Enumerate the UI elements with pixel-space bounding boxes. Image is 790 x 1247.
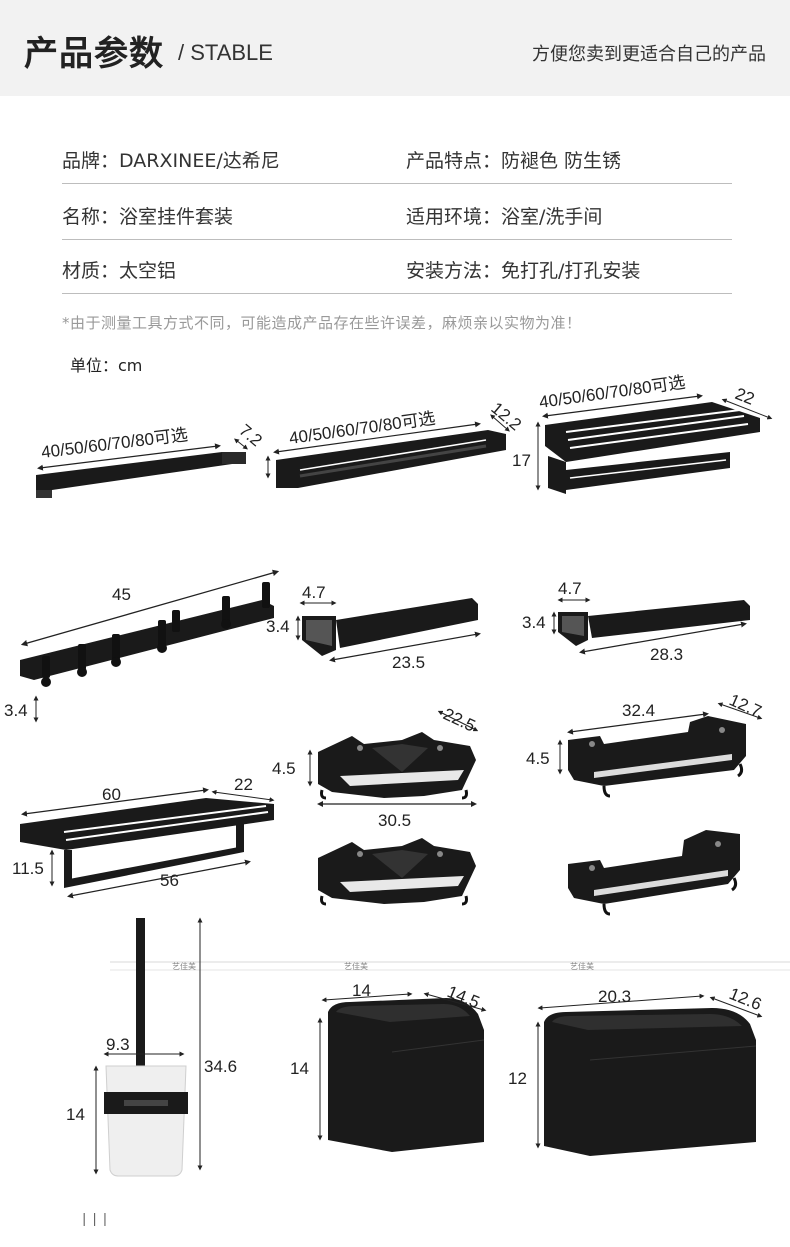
dim-label: 4.5 bbox=[272, 759, 296, 778]
corner-shelf bbox=[307, 710, 479, 807]
dim-label: 34.6 bbox=[204, 1057, 237, 1076]
dim-label: 17 bbox=[512, 451, 531, 470]
dim-label: 12.6 bbox=[727, 984, 765, 1014]
corner-shelf bbox=[318, 838, 476, 906]
dim-label: 45 bbox=[112, 585, 131, 604]
dim-label: 4.5 bbox=[526, 749, 550, 768]
dim-label: 32.4 bbox=[622, 701, 655, 720]
dim-label: 28.3 bbox=[650, 645, 683, 664]
folding-towel-rack bbox=[20, 787, 275, 899]
dim-label: 12 bbox=[508, 1069, 527, 1088]
dim-label: 7.2 bbox=[235, 421, 265, 451]
spec-row: 材质：太空铝 安装方法：免打孔/打孔安装 bbox=[62, 240, 732, 294]
dim-label: 12.7 bbox=[726, 690, 764, 721]
towel-rack bbox=[535, 393, 773, 494]
spec-row: 品牌：DARXINEE/达希尼 产品特点：防褪色 防生锈 bbox=[62, 130, 732, 184]
page-subtitle: / STABLE bbox=[178, 40, 273, 65]
dim-label: 20.3 bbox=[598, 987, 631, 1006]
paper-holder-short bbox=[295, 598, 481, 663]
dim-label: 60 bbox=[102, 785, 121, 804]
dim-label: 22 bbox=[234, 775, 253, 794]
dim-label: 40/50/60/70/80可选 bbox=[40, 425, 189, 462]
dim-label: 40/50/60/70/80可选 bbox=[538, 373, 687, 412]
towel-bar-single bbox=[36, 438, 248, 498]
spec-feature: 产品特点：防褪色 防生锈 bbox=[406, 150, 622, 172]
wall-shelf bbox=[557, 702, 763, 798]
dim-label: 4.7 bbox=[558, 579, 582, 598]
spec-material: 材质：太空铝 bbox=[62, 260, 177, 282]
dim-label: 56 bbox=[160, 871, 179, 890]
dim-label: 14 bbox=[290, 1059, 309, 1078]
spec-row: 名称：浴室挂件套装 适用环境：浴室/洗手间 bbox=[62, 186, 732, 240]
wall-shelf bbox=[568, 830, 740, 916]
spec-name: 名称：浴室挂件套装 bbox=[62, 206, 234, 228]
dim-label: 11.5 bbox=[12, 859, 44, 878]
tissue-box-small bbox=[317, 991, 487, 1152]
dim-label: 14 bbox=[352, 981, 371, 1000]
dim-label: 3.4 bbox=[266, 617, 290, 636]
slogan: 方便您卖到更适合自己的产品 bbox=[532, 44, 766, 65]
watermark-text: 艺佳美 bbox=[344, 961, 368, 971]
hook-rail bbox=[20, 569, 280, 723]
paper-holder-long bbox=[551, 597, 750, 655]
watermark-strip: 艺佳美 艺佳美 艺佳美 bbox=[110, 961, 790, 971]
dim-label: 23.5 bbox=[392, 653, 425, 672]
measurement-note: *由于测量工具方式不同，可能造成产品存在些许误差，麻烦亲以实物为准！ bbox=[62, 314, 582, 332]
dim-label: 9.3 bbox=[106, 1035, 130, 1054]
dim-label: 3.4 bbox=[4, 701, 28, 720]
dim-label: 30.5 bbox=[378, 811, 411, 830]
dim-label: 3.4 bbox=[522, 613, 546, 632]
towel-bar-double bbox=[265, 414, 510, 488]
unit-label: 单位：cm bbox=[70, 356, 143, 375]
page-title: 产品参数 bbox=[24, 34, 164, 74]
header-band: 产品参数 / STABLE 方便您卖到更适合自己的产品 bbox=[0, 0, 790, 96]
toilet-brush bbox=[93, 917, 203, 1177]
dim-label: 4.7 bbox=[302, 583, 326, 602]
watermark-text: 艺佳美 bbox=[172, 961, 196, 971]
footer-mark: ||| bbox=[80, 1212, 112, 1228]
spec-environment: 适用环境：浴室/洗手间 bbox=[406, 206, 603, 228]
spec-brand: 品牌：DARXINEE/达希尼 bbox=[62, 150, 280, 172]
spec-install: 安装方法：免打孔/打孔安装 bbox=[406, 260, 641, 282]
dim-label: 22.5 bbox=[440, 704, 478, 735]
tissue-box-large bbox=[535, 993, 763, 1156]
dim-label: 14 bbox=[66, 1105, 85, 1124]
watermark-text: 艺佳美 bbox=[570, 961, 594, 971]
